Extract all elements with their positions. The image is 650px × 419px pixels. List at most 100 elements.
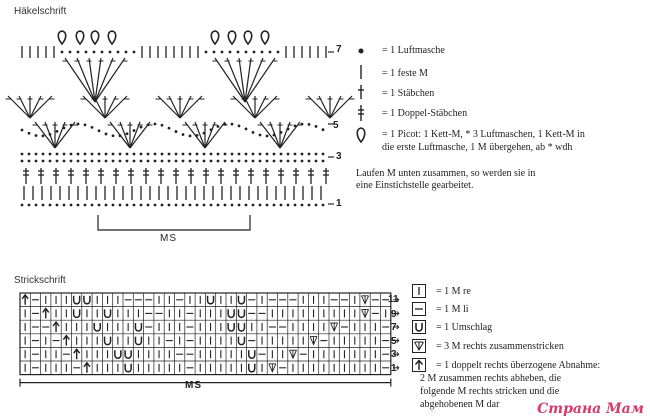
fan-stitch <box>18 95 31 119</box>
chain-dot <box>286 152 290 156</box>
crochet-row-label-1: 1 <box>336 198 342 209</box>
chain-dot <box>314 152 318 156</box>
knit-row-label-5: 5 <box>391 336 397 347</box>
chain-dot <box>237 203 241 207</box>
chain-dot <box>125 203 129 207</box>
chain-dot <box>276 50 280 54</box>
knit-cell-yarn-over <box>248 363 256 373</box>
chain-dot <box>83 203 87 207</box>
picot-mark <box>227 30 237 46</box>
fan-stitch <box>232 95 256 119</box>
fan-stitch <box>54 121 66 149</box>
fan-stitch <box>76 57 96 103</box>
chain-dot <box>90 125 94 129</box>
chain-dot <box>125 152 129 156</box>
knit-cell-yarn-over <box>124 350 132 359</box>
chain-dot <box>20 203 24 207</box>
legend-purl: = 1 M li <box>436 304 469 315</box>
legend-chain: = 1 Luftmasche <box>382 45 445 56</box>
knit-cell-yarn-over <box>83 295 91 305</box>
fan-stitch <box>244 57 252 103</box>
fan-stitch <box>29 95 53 119</box>
knit-stitch-icon <box>412 284 426 298</box>
chain-dot <box>139 152 143 156</box>
chain-dot <box>307 122 311 126</box>
knit-cell-yarn-over <box>72 309 81 319</box>
knit-cell-k3tog <box>361 295 369 305</box>
fan-stitch <box>226 57 246 103</box>
fan-stitch <box>238 57 246 103</box>
chain-dot <box>260 50 264 54</box>
chain-dot <box>108 50 112 54</box>
chain-dot <box>69 152 73 156</box>
chain-dot <box>34 152 38 156</box>
crochet-row-label-5: 5 <box>333 120 339 131</box>
chain-dot <box>188 203 192 207</box>
knit-cell-yarn-over <box>237 295 246 305</box>
chain-dot <box>116 50 120 54</box>
chain-dot <box>62 159 66 163</box>
chain-dot <box>20 128 24 132</box>
knit-cell-double-decrease <box>21 293 29 305</box>
fan-stitch <box>214 57 246 103</box>
chain-dot <box>228 50 232 54</box>
chain-dot <box>132 129 136 132</box>
legend-double-decrease-line4: abgehobenen M dar <box>420 399 500 410</box>
knit-chart <box>19 292 400 387</box>
chain-dot <box>55 152 59 156</box>
fan-stitch <box>168 95 181 119</box>
chain-dot <box>62 203 66 207</box>
fan-stitch <box>34 121 56 149</box>
knit-cell-yarn-over <box>124 363 132 373</box>
chain-dot <box>202 131 206 135</box>
chain-dot <box>209 203 213 207</box>
chain-dot <box>212 50 216 54</box>
chain-dot <box>244 159 248 163</box>
chain-dot <box>167 152 171 156</box>
fan-stitch <box>129 121 141 149</box>
legend-picot: = 1 Picot: 1 Kett-M, * 3 Luftmaschen, 1 … <box>382 129 585 140</box>
chain-dot <box>111 159 115 163</box>
chain-dot <box>258 159 262 163</box>
chain-dot <box>34 134 38 137</box>
chain-dot <box>195 203 199 207</box>
chain-dot <box>223 159 227 163</box>
legend-single: = 1 feste M <box>382 68 428 79</box>
knit-cell-double-decrease <box>62 334 70 346</box>
chain-dot <box>216 152 220 156</box>
chain-dot <box>76 122 80 126</box>
knit-cell-k3tog <box>309 336 318 346</box>
knit-cell-yarn-over <box>134 323 143 332</box>
chain-dot <box>202 159 206 163</box>
legend-double-decrease-line3: folgende M rechts stricken und die <box>420 386 560 397</box>
chain-dot <box>167 159 171 163</box>
chain-dot <box>314 125 318 128</box>
legend-k3tog: = 3 M rechts zusammenstricken <box>436 341 564 352</box>
chain-dot <box>230 203 234 207</box>
knit-cell-yarn-over <box>237 336 246 346</box>
fan-stitch <box>179 95 203 119</box>
chain-dot <box>195 152 199 156</box>
chain-dot <box>314 159 318 163</box>
chain-dot <box>160 203 164 207</box>
chain-dot <box>307 152 311 156</box>
single-crochet-icon <box>360 65 362 79</box>
chain-dot <box>90 152 94 156</box>
picot-mark <box>75 30 85 46</box>
knit-cell-yarn-over <box>227 323 235 332</box>
chain-dot <box>167 126 171 130</box>
chain-dot <box>265 159 269 163</box>
knit-cell-yarn-over <box>237 323 246 332</box>
chain-dot <box>251 130 255 134</box>
chain-dot <box>84 50 88 54</box>
chain-dot <box>34 203 38 207</box>
chain-dot <box>293 124 297 128</box>
chain-dot <box>55 129 59 133</box>
knit-cell-double-decrease <box>52 320 60 332</box>
picot-mark <box>57 30 67 46</box>
chain-dot <box>111 134 115 138</box>
chain-dot <box>160 152 164 156</box>
chain-dot <box>181 133 185 136</box>
chain-dot <box>300 159 304 163</box>
chain-dot <box>60 50 64 54</box>
